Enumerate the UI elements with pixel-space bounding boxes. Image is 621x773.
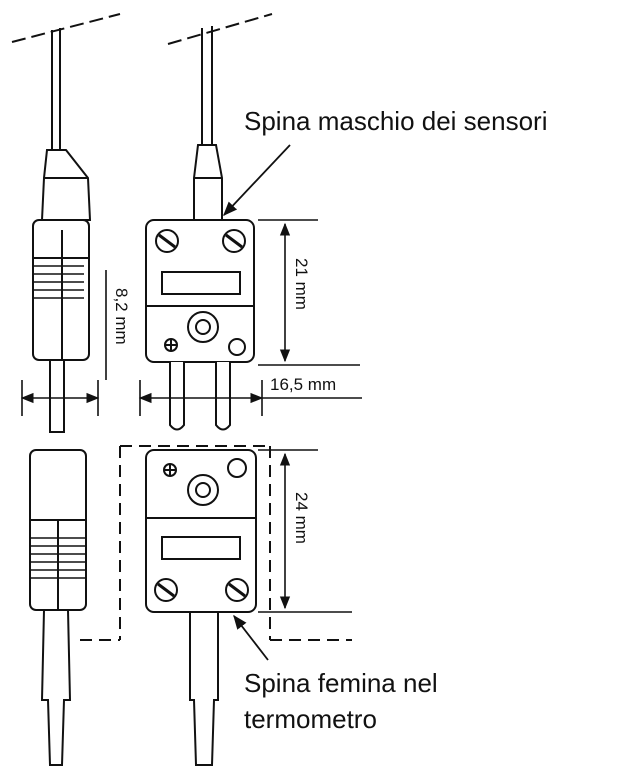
dimension-lines: [20, 219, 362, 613]
male-plug-leader: [223, 144, 291, 217]
dim-side-width-text: 8,2 mm: [112, 288, 131, 345]
male-plug: [145, 13, 273, 431]
dim-male-height-text: 21 mm: [292, 258, 311, 310]
female-plug: [145, 449, 257, 766]
female-plug-label-line2: termometro: [244, 704, 377, 734]
female-plug-label-line1: Spina femina nel: [244, 668, 438, 698]
dim-female-height-text: 24 mm: [292, 492, 311, 544]
side-view-connector: [11, 13, 121, 766]
male-plug-label: Spina maschio dei sensori: [244, 106, 548, 136]
dim-pin-width-text: 16,5 mm: [270, 375, 336, 394]
dashed-outline: [80, 445, 352, 641]
female-plug-leader: [233, 614, 269, 661]
